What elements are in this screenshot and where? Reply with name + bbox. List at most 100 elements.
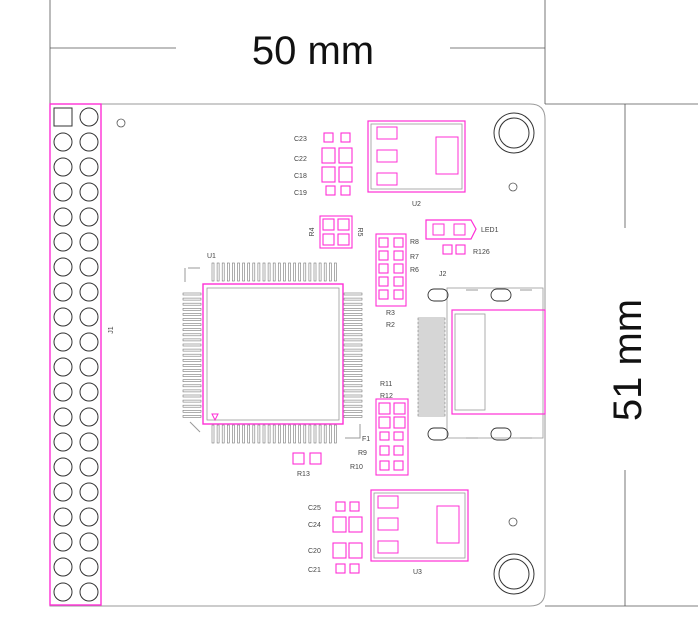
- j1-pin: [53, 407, 73, 427]
- u1-pin-top: [262, 262, 266, 282]
- u2-regulator: [367, 120, 466, 193]
- u1-pin-left: [182, 369, 202, 372]
- c24-pad: [332, 516, 347, 533]
- resistor-pad: [393, 276, 404, 287]
- j1-outline: [49, 103, 102, 606]
- j1-pin: [79, 282, 99, 302]
- j2-contact: [417, 365, 446, 369]
- u1-pin-right: [343, 343, 363, 347]
- u1-pin-right: [343, 313, 363, 316]
- j1-pin: [79, 482, 99, 502]
- c23-pad: [340, 132, 351, 143]
- c18-label: C18: [294, 173, 307, 180]
- u1-pin-top: [237, 262, 240, 282]
- u1-pin-right: [343, 318, 363, 321]
- r4-label: R4: [309, 227, 316, 236]
- u1-pin-bottom: [313, 424, 317, 444]
- u1-pin-left: [182, 313, 202, 316]
- c22-pad: [321, 147, 336, 164]
- u1-pin-right: [343, 374, 363, 377]
- r126-label: R126: [473, 249, 490, 256]
- u1-pin-top: [211, 262, 215, 282]
- u1-pin-bottom: [216, 424, 220, 444]
- c18-pad: [338, 166, 353, 183]
- j2-contact: [417, 393, 446, 397]
- j1-pin: [53, 482, 73, 502]
- r5-label: R5: [356, 228, 363, 237]
- j1-pin: [79, 557, 99, 577]
- c21-pad: [335, 563, 346, 574]
- resistor-pad: [378, 263, 389, 274]
- u1-pin-right: [343, 364, 363, 367]
- r126-pad: [442, 244, 453, 255]
- c22-label: C22: [294, 156, 307, 163]
- j1-pin: [53, 232, 73, 252]
- r10-label: R10: [350, 464, 363, 471]
- u1-pin-left: [182, 323, 202, 326]
- c19-label: C19: [294, 190, 307, 197]
- j2-contact: [417, 401, 446, 405]
- u1-pin-right: [343, 369, 363, 372]
- u1-pin-bottom: [334, 424, 337, 444]
- r4-r5-outline: [319, 215, 353, 249]
- u1-pin-bottom: [293, 424, 296, 444]
- j1-pin: [53, 132, 73, 152]
- u1-pin-left: [182, 328, 202, 332]
- resistor-pad: [393, 237, 404, 248]
- j1-pin: [53, 432, 73, 452]
- f1-label: F1: [362, 436, 370, 443]
- c19-pad: [340, 185, 351, 196]
- r9-pad: [379, 445, 390, 456]
- u1-pin-right: [343, 399, 363, 403]
- j1-pin: [53, 332, 73, 352]
- fiducial-top-right: [508, 182, 518, 192]
- resistor-pad: [393, 289, 404, 300]
- j2-contact: [417, 341, 446, 345]
- j2-contact: [417, 381, 446, 385]
- resistor-pad: [378, 250, 389, 261]
- passive-components: [292, 132, 466, 574]
- u1-pin-top: [293, 262, 296, 282]
- u1-pin-right: [343, 409, 363, 413]
- j2-contact: [417, 317, 446, 321]
- u1-pin-bottom: [227, 424, 230, 444]
- u1-pin-top: [298, 262, 302, 282]
- j1-pin: [53, 207, 73, 227]
- u1-pin-left: [182, 379, 202, 383]
- u1-pin-left: [182, 384, 202, 388]
- c20-pad: [348, 542, 363, 559]
- u1-pin-bottom: [308, 424, 312, 444]
- r13-pad: [292, 452, 305, 465]
- j1-pin: [53, 582, 73, 602]
- c20-label: C20: [308, 548, 321, 555]
- u1-pin-top: [247, 262, 250, 282]
- dimension-lines: [49, 0, 698, 607]
- j2-contact: [417, 389, 446, 393]
- u1-pin-bottom: [221, 424, 225, 444]
- u1-pin-top: [277, 262, 281, 282]
- j1-pin: [79, 407, 99, 427]
- u1-pin-bottom: [303, 424, 307, 444]
- u1-pin-top: [313, 262, 317, 282]
- u1-pin-top: [232, 262, 235, 282]
- resistor-pad: [393, 250, 404, 261]
- u1-pin-top: [227, 262, 230, 282]
- r7-label: R7: [410, 254, 419, 261]
- u1-qfp-package: [182, 262, 363, 444]
- u1-pin-top: [308, 262, 312, 282]
- u1-pin-right: [343, 307, 363, 311]
- r5-pad: [337, 233, 350, 246]
- u1-pin-left: [182, 409, 202, 413]
- u1-pin-top: [303, 262, 307, 282]
- u1-pin-left: [182, 302, 202, 306]
- u1-pin-top: [328, 262, 332, 282]
- j2-contact: [417, 325, 446, 329]
- r10-pad: [393, 460, 404, 471]
- j1-pin: [79, 457, 99, 477]
- r13-pad: [309, 452, 322, 465]
- u1-pin-bottom: [257, 424, 261, 444]
- c23-label: C23: [294, 136, 307, 143]
- u1-pin-left: [182, 297, 202, 301]
- u1-pin-left: [182, 358, 202, 362]
- r126-pad: [455, 244, 466, 255]
